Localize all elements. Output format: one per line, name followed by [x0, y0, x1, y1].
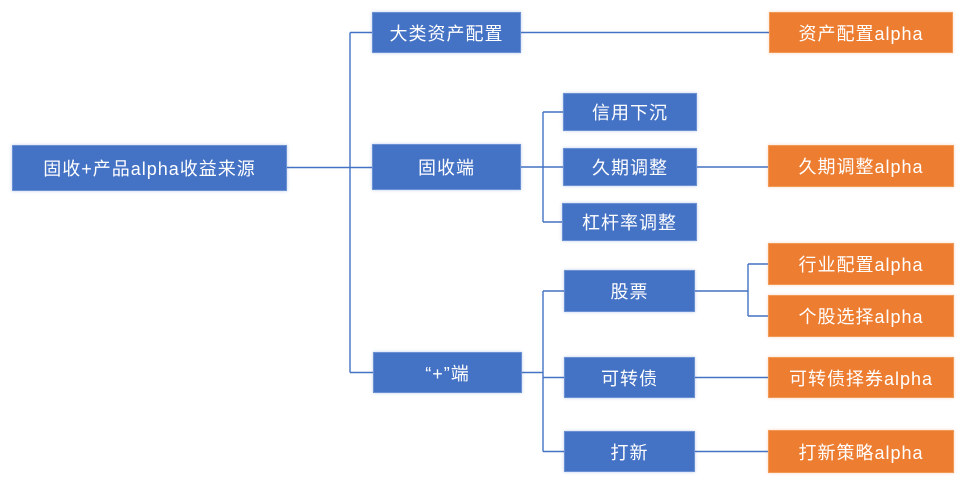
- node-credit-sinking: 信用下沉: [563, 93, 697, 131]
- node-leverage-adjustment: 杠杆率调整: [562, 203, 697, 241]
- node-ipo-strategy-alpha: 打新策略alpha: [768, 430, 954, 473]
- node-duration-adjustment-alpha: 久期调整alpha: [768, 145, 954, 187]
- node-industry-allocation-alpha: 行业配置alpha: [768, 243, 954, 285]
- node-plus-side: “+”端: [373, 352, 522, 393]
- node-asset-allocation-alpha: 资产配置alpha: [769, 12, 953, 53]
- node-duration-adjustment: 久期调整: [563, 148, 697, 186]
- connector-plus-children: [522, 290, 564, 453]
- node-asset-allocation: 大类资产配置: [372, 12, 521, 53]
- connector-stock-alphas: [695, 263, 768, 317]
- node-convertible-selection-alpha: 可转债择券alpha: [768, 357, 954, 398]
- connector-fixed-income-children: [521, 111, 563, 223]
- node-convertible-bond: 可转债: [564, 357, 695, 398]
- node-stock-selection-alpha: 个股选择alpha: [768, 295, 954, 337]
- node-root-alpha-source: 固收+产品alpha收益来源: [12, 145, 287, 191]
- connector-root-trunk: [287, 31, 373, 374]
- node-fixed-income-side: 固收端: [372, 144, 521, 190]
- node-ipo-subscription: 打新: [564, 431, 695, 472]
- node-stock: 股票: [564, 270, 695, 312]
